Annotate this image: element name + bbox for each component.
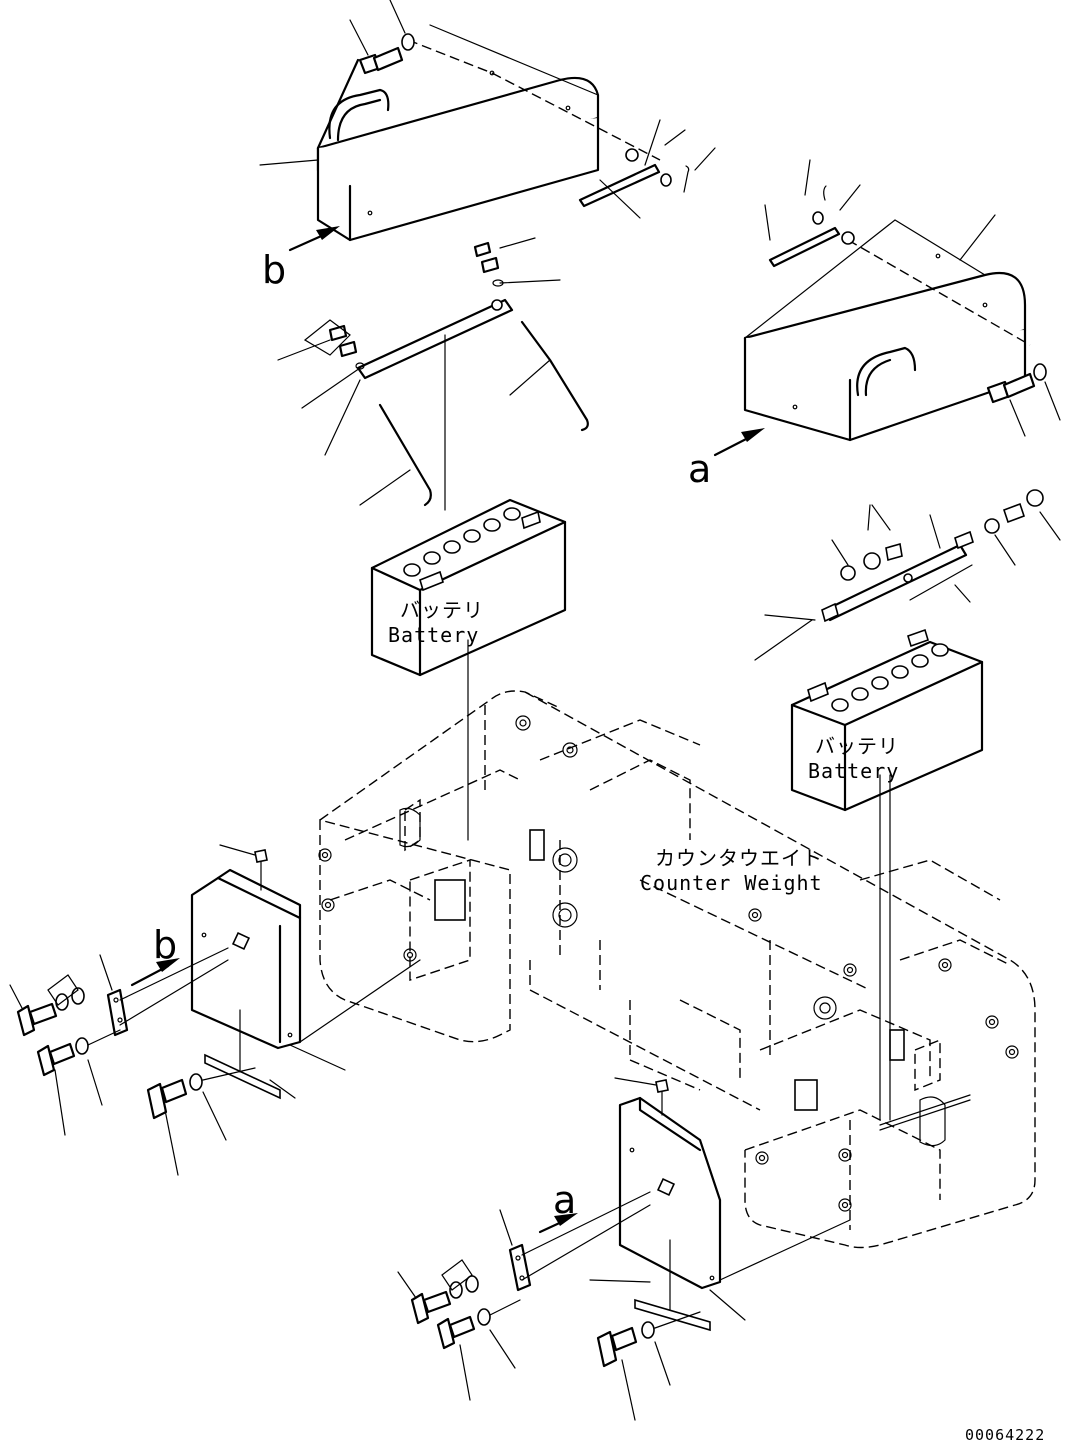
battery-left-label-en: Battery bbox=[388, 623, 479, 647]
hinge-b bbox=[9, 947, 256, 1176]
bolt-cover-a bbox=[986, 363, 1061, 437]
view-label-b-upper: b bbox=[262, 248, 286, 292]
counter-weight-casting bbox=[318, 690, 1036, 1249]
hinge-a bbox=[397, 1191, 701, 1421]
view-arrow-a-upper bbox=[713, 428, 765, 457]
drawing-number: 00064222 bbox=[965, 1426, 1045, 1444]
bolt-cover-b bbox=[349, 0, 415, 75]
view-label-a-upper: a bbox=[688, 447, 711, 491]
battery-right-label-jp: バッテリ bbox=[815, 734, 899, 758]
cover-a-stay bbox=[764, 159, 861, 268]
battery-cover-a bbox=[743, 214, 1031, 442]
view-arrow-b-upper bbox=[288, 226, 340, 252]
view-arrow-a-lower bbox=[538, 1213, 578, 1234]
counterweight-label-en: Counter Weight bbox=[640, 871, 823, 895]
counterweight-label-jp: カウンタウエイト bbox=[655, 846, 823, 870]
side-cover-a bbox=[589, 1077, 851, 1332]
view-arrow-b-lower bbox=[130, 958, 180, 987]
view-label-a-lower: a bbox=[553, 1178, 576, 1222]
side-cover-b bbox=[190, 844, 421, 1100]
cover-b-stay bbox=[259, 119, 716, 219]
view-label-b-lower: b bbox=[153, 923, 177, 967]
battery-left-label-jp: バッテリ bbox=[400, 598, 484, 622]
battery-cover-b bbox=[316, 24, 661, 242]
battery-right-label-en: Battery bbox=[808, 759, 899, 783]
battery-right bbox=[790, 628, 984, 1121]
battery-holder-right bbox=[754, 489, 1061, 661]
battery-holder-left bbox=[277, 237, 589, 511]
battery-left bbox=[370, 498, 567, 841]
